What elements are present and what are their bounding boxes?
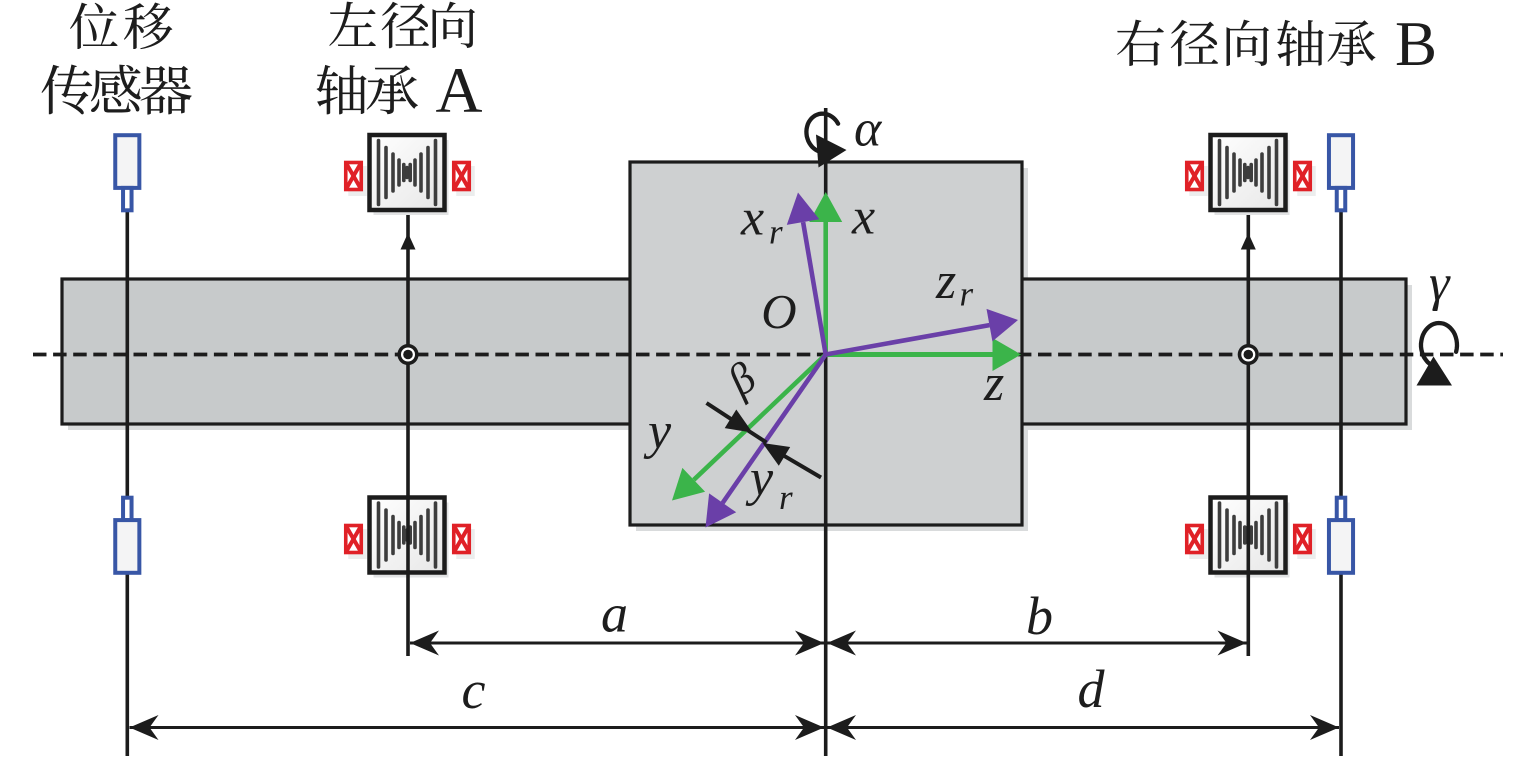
svg-text:r: r xyxy=(960,275,974,314)
svg-text:b: b xyxy=(1026,586,1053,646)
svg-text:A: A xyxy=(436,55,483,127)
svg-text:z: z xyxy=(983,355,1004,412)
svg-text:x: x xyxy=(851,189,875,246)
svg-text:γ: γ xyxy=(1429,255,1451,312)
svg-text:c: c xyxy=(462,660,486,720)
svg-text:O: O xyxy=(761,284,796,339)
svg-text:α: α xyxy=(854,101,883,158)
svg-text:a: a xyxy=(601,584,628,644)
svg-text:z: z xyxy=(935,253,956,310)
svg-text:d: d xyxy=(1078,659,1106,719)
svg-text:x: x xyxy=(740,190,764,247)
svg-text:y: y xyxy=(643,403,672,460)
svg-text:r: r xyxy=(779,478,793,517)
svg-text:B: B xyxy=(1395,9,1437,79)
svg-text:y: y xyxy=(745,450,774,507)
svg-text:r: r xyxy=(769,213,783,252)
